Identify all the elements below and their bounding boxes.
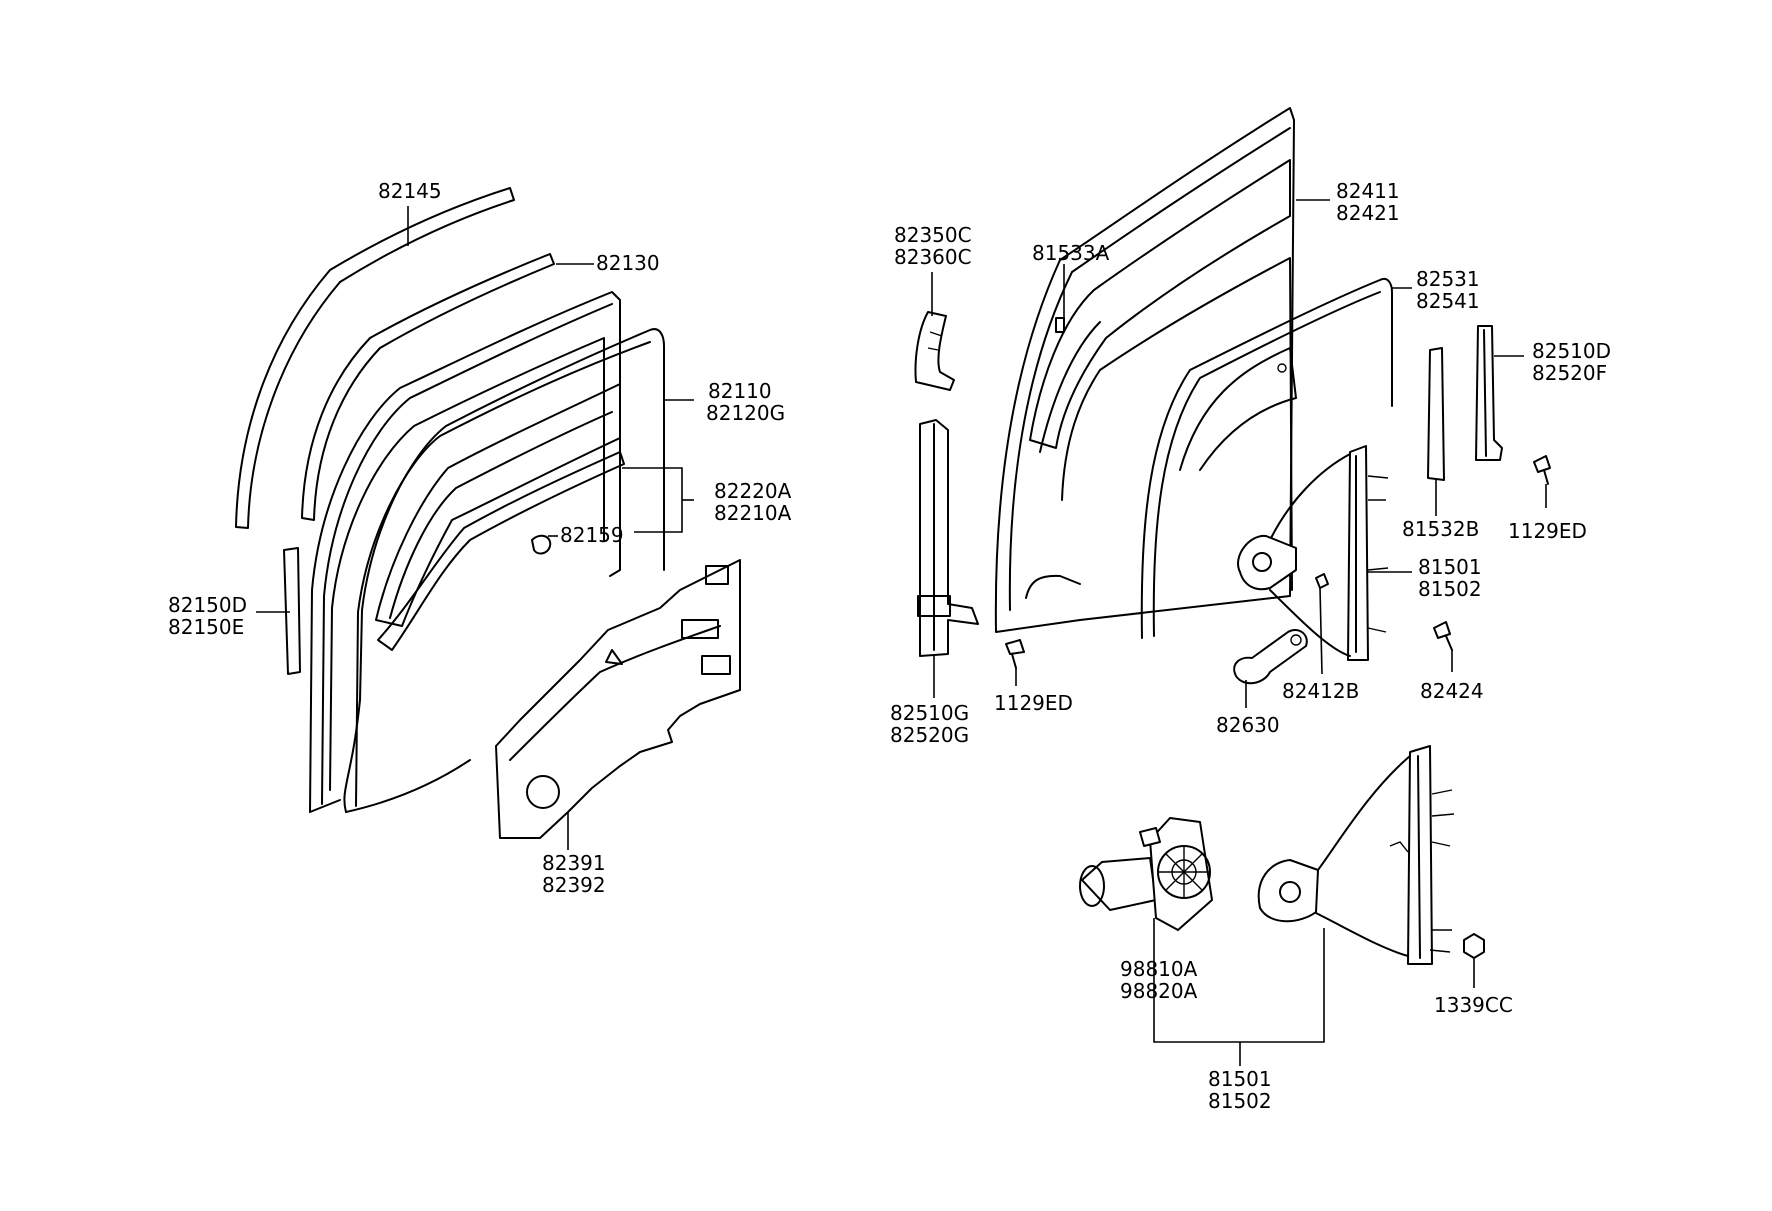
label-82130: 82130 bbox=[596, 251, 660, 275]
label-82520G: 82520G bbox=[890, 723, 969, 747]
part-labels: 82145 82130 82110 82120G 82220A 82210A 8… bbox=[168, 179, 1611, 1113]
screw-1129ED-left bbox=[1005, 639, 1025, 669]
handle-82630 bbox=[1233, 628, 1308, 685]
label-82350C: 82350C bbox=[894, 223, 972, 247]
label-98810A: 98810A bbox=[1120, 957, 1198, 981]
weatherstrip-82145 bbox=[235, 187, 515, 529]
run-channel-82531 bbox=[1140, 278, 1393, 639]
label-82220A: 82220A bbox=[714, 479, 792, 503]
strip-81532B bbox=[1427, 347, 1445, 481]
strip-82150 bbox=[283, 547, 301, 675]
label-82360C: 82360C bbox=[894, 245, 972, 269]
label-82510D: 82510D bbox=[1532, 339, 1611, 363]
label-82145: 82145 bbox=[378, 179, 442, 203]
label-82412B: 82412B bbox=[1282, 679, 1359, 703]
channel-82130 bbox=[301, 253, 555, 521]
channel-82220A bbox=[377, 451, 625, 651]
label-1129ED-right: 1129ED bbox=[1508, 519, 1587, 543]
seal-82120G bbox=[343, 328, 665, 813]
leader-lines bbox=[256, 199, 1547, 1066]
window-frame bbox=[375, 383, 621, 627]
label-81532B: 81532B bbox=[1402, 517, 1479, 541]
label-82411: 82411 bbox=[1336, 179, 1400, 203]
bracket-82350C bbox=[914, 311, 955, 391]
door-frame-82110 bbox=[309, 291, 621, 813]
label-82110: 82110 bbox=[708, 379, 772, 403]
trim-panel-82391 bbox=[495, 559, 741, 839]
label-82150E: 82150E bbox=[168, 615, 244, 639]
label-82391: 82391 bbox=[542, 851, 606, 875]
clip-82159 bbox=[531, 534, 552, 555]
label-82159: 82159 bbox=[560, 523, 624, 547]
label-1339CC: 1339CC bbox=[1434, 993, 1513, 1017]
label-82421: 82421 bbox=[1336, 201, 1400, 225]
label-82520F: 82520F bbox=[1532, 361, 1607, 385]
label-81533A: 81533A bbox=[1032, 241, 1110, 265]
label-81501-top: 81501 bbox=[1418, 555, 1482, 579]
bracket-82510D bbox=[1475, 325, 1503, 461]
label-82541: 82541 bbox=[1416, 289, 1480, 313]
label-82510G: 82510G bbox=[890, 701, 969, 725]
label-82392: 82392 bbox=[542, 873, 606, 897]
label-82630: 82630 bbox=[1216, 713, 1280, 737]
nut-1339CC bbox=[1463, 933, 1485, 959]
label-82120G: 82120G bbox=[706, 401, 785, 425]
label-82424: 82424 bbox=[1420, 679, 1484, 703]
screw-1129ED-right bbox=[1533, 455, 1551, 485]
glass-82411 bbox=[994, 107, 1295, 633]
screw-82424 bbox=[1433, 621, 1453, 651]
bolt-82412B bbox=[1315, 573, 1329, 589]
label-82150D: 82150D bbox=[168, 593, 247, 617]
clip-81533A bbox=[1055, 317, 1065, 333]
label-1129ED-left: 1129ED bbox=[994, 691, 1073, 715]
label-82531: 82531 bbox=[1416, 267, 1480, 291]
regulator-81501-manual bbox=[1237, 445, 1389, 661]
label-81502-bottom: 81502 bbox=[1208, 1089, 1272, 1113]
motor-98810A bbox=[1079, 817, 1213, 931]
label-98820A: 98820A bbox=[1120, 979, 1198, 1003]
channel-82510G bbox=[917, 419, 979, 657]
label-81502-top: 81502 bbox=[1418, 577, 1482, 601]
label-81501-bottom: 81501 bbox=[1208, 1067, 1272, 1091]
label-82210A: 82210A bbox=[714, 501, 792, 525]
regulator-81501-power bbox=[1257, 745, 1455, 965]
